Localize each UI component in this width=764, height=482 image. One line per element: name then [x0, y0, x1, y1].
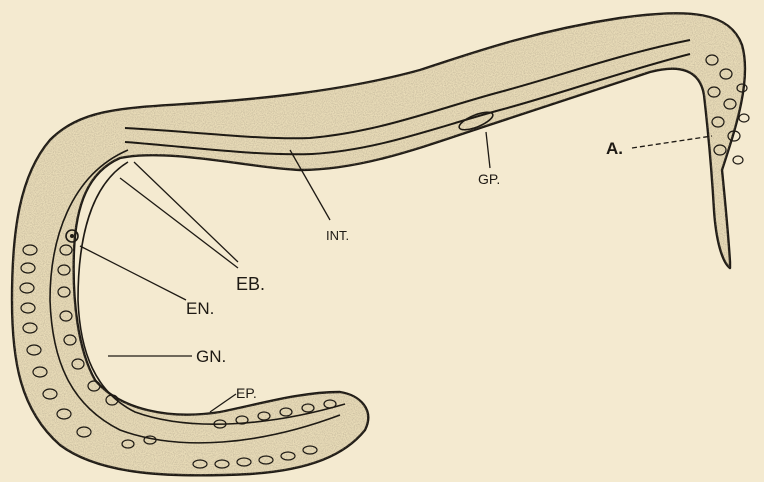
label-genital-nucleus: GN.	[196, 347, 226, 366]
label-anus: A.	[606, 139, 623, 158]
label-excretory-nucleus: EN.	[186, 299, 214, 318]
label-excretory-pore: EP.	[236, 385, 257, 401]
excretory-nucleus-core	[70, 234, 74, 238]
label-intestine: INT.	[326, 228, 349, 243]
label-genital-pore: GP.	[478, 171, 500, 187]
label-excretory-bladder: EB.	[236, 274, 265, 294]
